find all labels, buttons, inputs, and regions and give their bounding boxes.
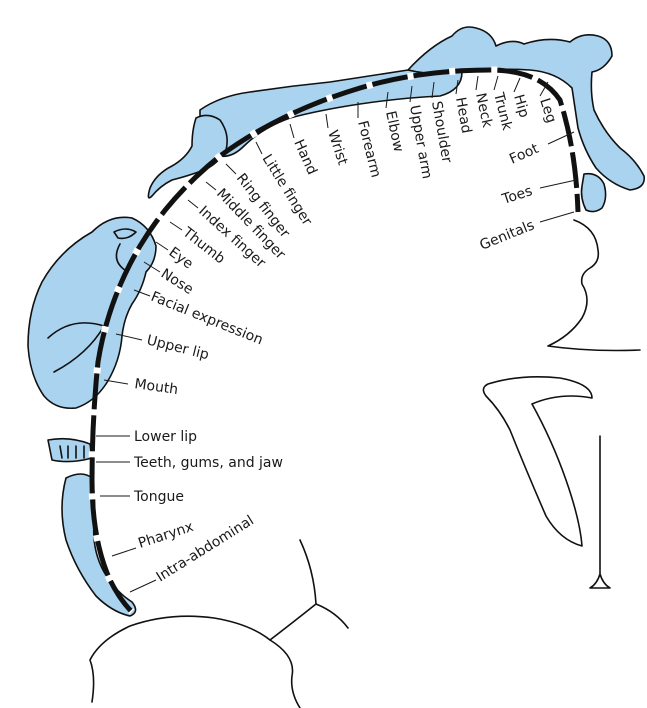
label-teeth-gums-jaw: Teeth, gums, and jaw (133, 455, 283, 471)
label-intra-abdominal: Intra-abdominal (154, 513, 257, 586)
label-elbow: Elbow (382, 110, 406, 154)
ventricle-outline (483, 377, 592, 546)
label-mouth: Mouth (133, 376, 179, 398)
label-head: Head (452, 96, 474, 135)
label-leg: Leg (536, 96, 559, 125)
lower-sulcus-right (270, 540, 348, 640)
leader-middle-finger (206, 182, 216, 190)
label-pharynx: Pharynx (136, 519, 195, 552)
leader-toes (540, 180, 576, 188)
leader-ring-finger (226, 164, 236, 174)
label-hand: Hand (290, 137, 320, 177)
label-lower-lip: Lower lip (134, 429, 197, 445)
leader-thumb (170, 222, 182, 230)
leader-eye (156, 242, 168, 250)
label-foot: Foot (507, 141, 542, 168)
leader-hand (290, 124, 294, 138)
leader-hip (514, 78, 520, 92)
leader-pharynx (112, 548, 136, 556)
label-shoulder: Shoulder (428, 100, 455, 164)
label-hip: Hip (510, 93, 532, 120)
toes-shape (582, 174, 606, 212)
leader-neck (476, 76, 478, 90)
label-upper-lip: Upper lip (145, 332, 211, 363)
leader-trunk (494, 76, 498, 90)
label-toes: Toes (499, 183, 534, 208)
medial-surface-line (548, 220, 640, 351)
label-forearm: Forearm (354, 119, 384, 179)
label-wrist: Wrist (324, 128, 350, 167)
leader-genitals (540, 212, 574, 222)
leader-wrist (326, 114, 328, 128)
jaw-shape (48, 439, 92, 462)
midline-fissure (590, 436, 610, 588)
leader-little-finger (256, 142, 262, 154)
label-tongue: Tongue (133, 489, 184, 505)
label-genitals: Genitals (478, 217, 537, 253)
leader-intra-abdominal (130, 580, 156, 592)
leader-index-finger (188, 200, 198, 208)
lower-sulcus-left (90, 616, 300, 708)
